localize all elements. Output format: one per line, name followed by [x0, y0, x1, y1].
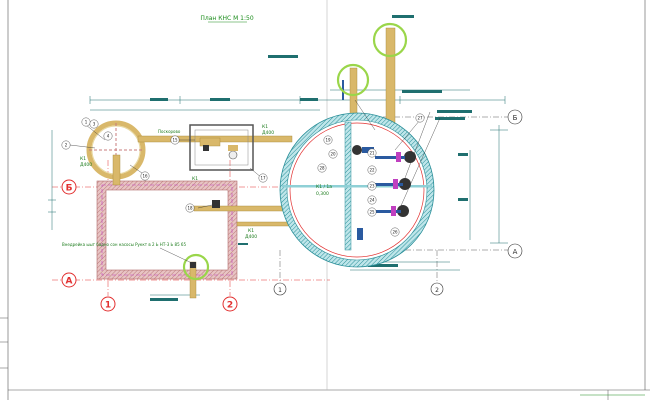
callout-number: 26 — [392, 230, 398, 235]
callout-bubble — [328, 149, 338, 159]
tag-k1-c: К1 — [248, 228, 254, 234]
tag-d400-c: Д400 — [245, 234, 257, 240]
rectangular-chamber — [96, 180, 238, 280]
axis-bubble-a-left: А — [61, 272, 77, 288]
callout-bubble — [89, 119, 99, 129]
callout-bubble — [61, 140, 71, 150]
axis-bubble-1-left: 1 — [100, 296, 116, 312]
plan-note: Поскорово — [158, 129, 181, 134]
svg-text:2: 2 — [435, 287, 439, 294]
install-note: Внедрейка ыыт бадно сон насосы Руккт в 2… — [62, 242, 186, 247]
callout-number: 15 — [172, 138, 178, 143]
tag-elevation: 0,300 — [316, 191, 329, 197]
svg-text:А: А — [66, 277, 73, 287]
tag-d400: Д400 — [80, 162, 92, 168]
callout-bubble — [367, 165, 377, 175]
callout-bubble — [170, 135, 180, 145]
axis-bubble-1-right: 1 — [273, 282, 287, 296]
tag-d400-b: Д400 — [262, 130, 274, 136]
axis-bubble-2-right: 2 — [430, 282, 444, 296]
leader-lines — [69, 99, 441, 266]
svg-text:А: А — [513, 248, 518, 256]
callout-bubble — [367, 207, 377, 217]
callout-bubble — [140, 171, 150, 181]
callout-number: 3 — [93, 122, 96, 127]
callout-bubble — [367, 181, 377, 191]
callout-bubble — [390, 227, 400, 237]
axis-bubble-2-left: 2 — [222, 296, 238, 312]
callout-bubble — [258, 173, 268, 183]
axis-bubble-b-right: Б — [507, 109, 523, 125]
callout-number: 1 — [85, 120, 88, 125]
callout-number: 16 — [142, 174, 148, 179]
callout-number: 24 — [369, 198, 375, 203]
svg-text:Б: Б — [66, 184, 73, 194]
callout-bubble — [103, 131, 113, 141]
callout-number: 17 — [260, 176, 266, 181]
svg-text:2: 2 — [227, 301, 233, 311]
tag-elevation-label: К1 / 1а — [316, 184, 332, 190]
callout-number: 4 — [107, 134, 110, 139]
pumps — [352, 145, 416, 240]
tag-k1-b: К1 — [262, 124, 268, 130]
svg-text:Б: Б — [513, 114, 518, 122]
callout-bubble — [317, 163, 327, 173]
callout-number: 28 — [319, 166, 325, 171]
callout-number: 23 — [369, 184, 375, 189]
callout-number: 21 — [369, 151, 375, 156]
axis-bubble-a-right: А — [507, 243, 523, 259]
pump-station-round — [279, 112, 435, 268]
callout-bubble — [367, 148, 377, 158]
drawing-title: План КНС М 1:50 — [200, 15, 253, 22]
valves — [190, 145, 220, 268]
callout-number: 27 — [417, 116, 423, 121]
callout-number: 18 — [187, 206, 193, 211]
callout-bubble — [185, 203, 195, 213]
callout-bubble — [415, 113, 425, 123]
callout-number: 22 — [369, 168, 375, 173]
pump-room — [189, 124, 254, 171]
highlight-circles — [182, 22, 408, 281]
axis-bubble-b-left: Б — [61, 179, 77, 195]
svg-text:1: 1 — [105, 301, 111, 311]
dimension-marks — [150, 15, 472, 301]
callout-number: 25 — [369, 210, 375, 215]
tag-k1-d: К1 — [192, 176, 198, 182]
callout-bubble — [323, 135, 333, 145]
callout-bubble — [367, 195, 377, 205]
tag-k1: К1 — [80, 156, 86, 162]
callout-number: 20 — [330, 152, 336, 157]
callout-number: 2 — [65, 143, 68, 148]
callout-number: 19 — [325, 138, 331, 143]
svg-text:1: 1 — [278, 287, 282, 294]
